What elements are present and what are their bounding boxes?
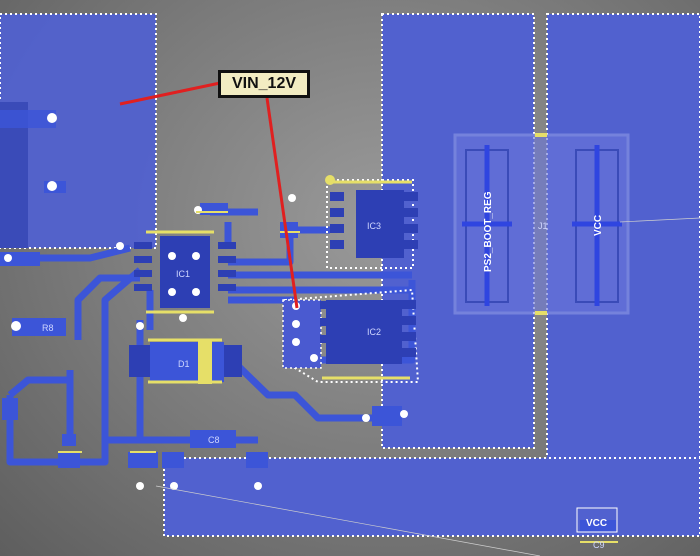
net-callout-label: VIN_12V <box>231 75 297 92</box>
copper-pour-top-left <box>0 13 157 249</box>
ic3-body[interactable] <box>325 175 418 258</box>
label-ic3: IC3 <box>367 221 381 231</box>
ic1-body[interactable] <box>134 230 236 314</box>
net-label-vcc-box: VCC <box>586 518 607 529</box>
callout-pointer <box>119 81 299 309</box>
label-c8: C8 <box>208 435 220 445</box>
silkscreen <box>58 211 618 543</box>
label-j1: J1 <box>538 221 548 231</box>
connector-j1[interactable] <box>453 133 630 315</box>
label-r8: R8 <box>42 323 54 333</box>
ic2-body[interactable] <box>292 300 416 380</box>
diode-d1[interactable] <box>129 338 242 384</box>
ic2-region <box>282 288 420 383</box>
label-ic2: IC2 <box>367 327 381 337</box>
net-label-ps2-boot-reg: PS2_BOOT_REG <box>483 191 494 272</box>
label-c9: C9 <box>593 540 605 550</box>
net-label-vcc-vertical: VCC <box>593 215 604 236</box>
label-d1: D1 <box>178 359 190 369</box>
label-ic1: IC1 <box>176 269 190 279</box>
net-callout: VIN_12V <box>218 70 310 98</box>
vcc-label-box: VCC <box>576 507 618 533</box>
ratsnest <box>155 217 700 556</box>
